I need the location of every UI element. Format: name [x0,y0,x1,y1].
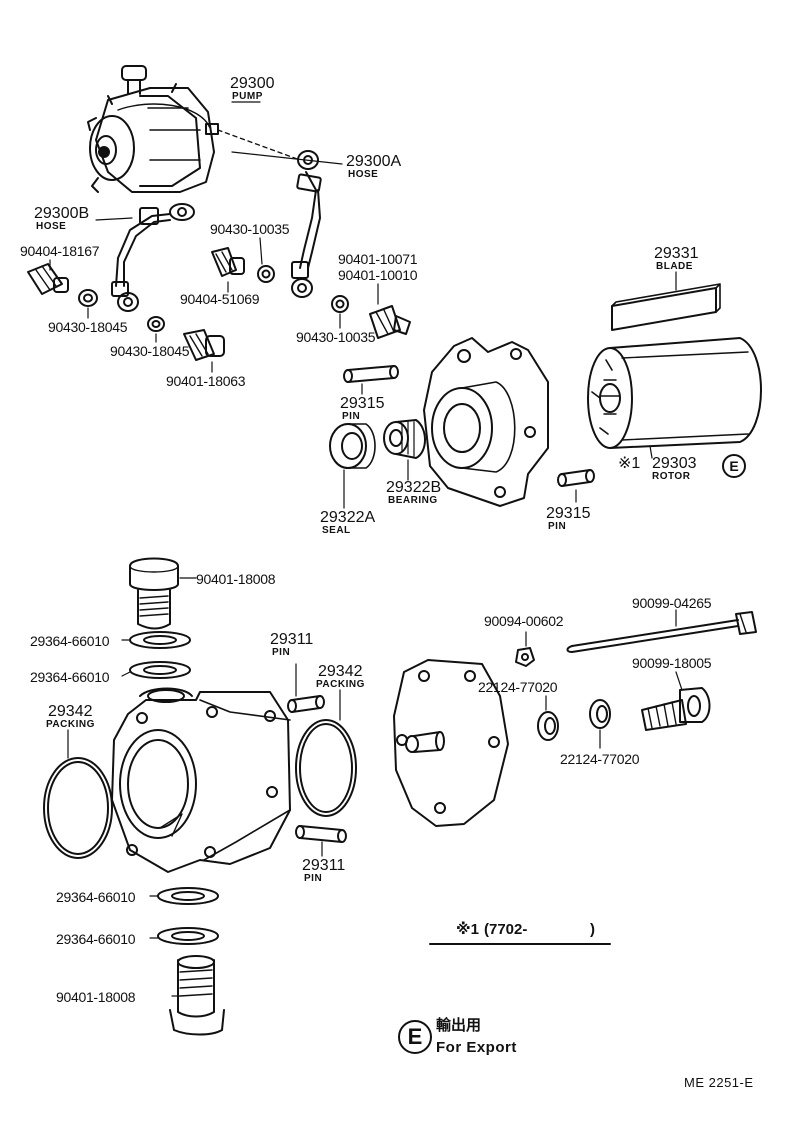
part-number-90099-04265: 90099-04265 [632,595,712,611]
blade-icon [611,283,721,331]
export-legend-badge-icon: E [398,1020,432,1054]
hose-a-part-number: 29300A [346,153,402,170]
part-number-90401-18008-upper: 90401-18008 [196,571,276,587]
rotor-part-number: 29303 [652,455,697,472]
pin-29311-lower-name: PIN [304,873,323,884]
hose-a-icon [291,150,322,298]
part-number-90401-10071: 90401-10071 [338,251,418,267]
hex-nut-icon [515,647,535,667]
part-number-90401-18063: 90401-18063 [166,373,246,389]
rotor-note-mark: ※1 [618,455,641,472]
part-number-22124-77020-b: 22124-77020 [560,751,640,767]
hose-a-part-name: HOSE [348,169,379,180]
pin-29315-lower-number: 29315 [546,505,591,522]
union-bolt-icon [183,329,225,361]
needle-bearing-icon [383,419,426,459]
packing-left-number: 29342 [48,703,93,720]
note-close: ) [590,921,595,938]
copper-washer-icon [129,661,191,679]
pump-part-name: PUMP [232,91,263,102]
pin-29311-upper-name: PIN [272,647,291,658]
export-label-japanese: 輸出用 [436,1016,482,1034]
part-number-90094-00602: 90094-00602 [484,613,564,629]
pump-part-number: 29300 [230,75,275,92]
union-bolt-icon [169,955,225,1036]
gasket-washer-icon [78,289,98,307]
gasket-washer-icon [147,316,165,332]
export-label-english: For Export [436,1039,517,1056]
pin-29311-upper-number: 29311 [270,631,314,648]
rear-cover-plate-icon [393,659,509,827]
hose-b-part-number: 29300B [34,205,90,222]
part-number-90099-18005: 90099-18005 [632,655,712,671]
part-number-29364-66010-d: 29364-66010 [56,931,136,947]
pin-29315-lower-name: PIN [548,521,567,532]
bearing-part-number: 29322B [386,479,442,496]
union-bolt-icon [641,687,711,731]
dowel-pin-icon [295,825,347,843]
hose-b-part-name: HOSE [36,221,67,232]
small-seal-icon [589,699,611,729]
rotor-part-name: ROTOR [652,471,691,482]
part-number-29364-66010-b: 29364-66010 [30,669,110,685]
dowel-pin-icon [557,469,595,487]
union-bolt-icon [27,263,69,295]
oil-seal-icon [329,423,376,469]
long-bolt-icon [566,611,757,653]
diagram-reference-code: ME 2251-E [684,1075,754,1090]
copper-washer-icon [129,631,191,649]
part-number-90430-18045-b: 90430-18045 [110,343,190,359]
blade-part-number: 29331 [654,245,699,262]
seal-part-name: SEAL [322,525,351,536]
pump-hose-dashed-line [217,129,301,161]
union-bolt-icon [129,557,179,630]
vacuum-bolt-icon [369,305,411,339]
pump-housing-icon [111,687,291,873]
packing-o-ring-icon [43,757,113,859]
packing-o-ring-icon [295,719,357,817]
packing-right-name: PACKING [316,679,365,690]
part-number-29364-66010-a: 29364-66010 [30,633,110,649]
dowel-pin-icon [343,365,399,383]
pump-leader-lines [231,101,343,165]
packing-left-name: PACKING [46,719,95,730]
part-number-90404-51069: 90404-51069 [180,291,260,307]
pin-29311-lower-number: 29311 [302,857,346,874]
export-marker-icon: E [722,454,746,478]
packing-right-number: 29342 [318,663,363,680]
dowel-pin-icon [287,695,325,713]
copper-washer-icon [157,927,219,945]
note-mark: ※1 [456,921,479,938]
part-number-29364-66010-c: 29364-66010 [56,889,136,905]
pin-29315-upper-number: 29315 [340,395,385,412]
copper-washer-icon [157,887,219,905]
union-bolt-icon [211,247,245,277]
part-number-22124-77020-a: 22124-77020 [478,679,558,695]
pump-assembly-icon [87,65,219,193]
rotor-icon [587,337,762,449]
part-number-90430-10035-b: 90430-10035 [296,329,376,345]
gasket-washer-icon [331,295,349,313]
small-seal-icon [537,711,559,741]
seal-part-number: 29322A [320,509,376,526]
bearing-part-name: BEARING [388,495,438,506]
part-number-90401-10010: 90401-10010 [338,267,418,283]
part-number-90404-18167: 90404-18167 [20,243,100,259]
pin-29315-upper-name: PIN [342,411,361,422]
gasket-washer-icon [257,265,275,283]
part-number-90401-18008-lower: 90401-18008 [56,989,136,1005]
blade-part-name: BLADE [656,261,693,272]
part-number-90430-18045-a: 90430-18045 [48,319,128,335]
note-range: (7702- [484,921,528,938]
hose-b-icon [111,203,195,312]
front-cover-plate-icon [423,337,549,507]
part-number-90430-10035-a: 90430-10035 [210,221,290,237]
